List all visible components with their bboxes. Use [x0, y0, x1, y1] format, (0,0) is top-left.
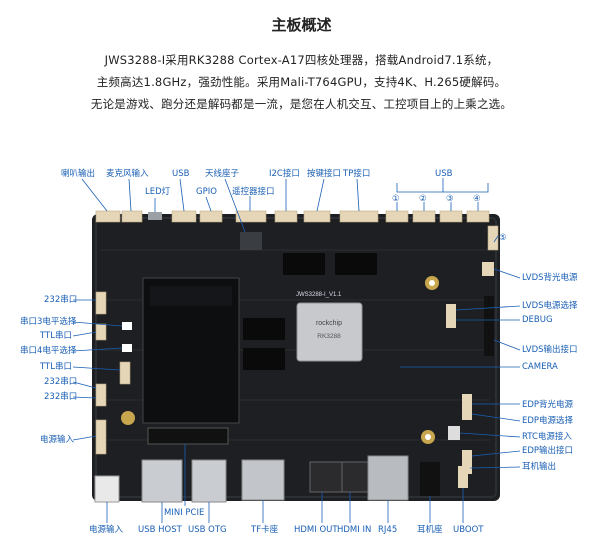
ram-chip-2	[335, 253, 377, 275]
label-uboot: UBOOT	[453, 525, 484, 535]
connector-ttl-2	[119, 361, 131, 385]
label-antenna: 天线座子	[205, 169, 240, 179]
slot-tf	[241, 459, 285, 501]
label-tf: TF卡座	[251, 525, 279, 535]
label-gpio: GPIO	[196, 187, 217, 197]
label-usb-otg: USB OTG	[188, 525, 227, 535]
connector-power	[95, 419, 107, 455]
label-lvds-bl: LVDS背光电源	[522, 273, 578, 283]
label-rs232-2: 232串口	[44, 377, 78, 387]
label-earphone: 耳机输出	[522, 462, 557, 472]
soc-chip	[296, 302, 363, 362]
label-remote: 遥控器接口	[232, 187, 275, 197]
connector-232-1	[95, 291, 107, 315]
label-i2c: I2C接口	[269, 169, 300, 179]
connector-tp	[339, 210, 379, 223]
connector-uboot	[458, 466, 468, 488]
label-usb-group: USB	[435, 169, 453, 179]
connector-mic	[121, 210, 143, 223]
label-mic: 麦克风输入	[106, 169, 149, 179]
ram-chip-1	[283, 253, 325, 275]
port-usb-host	[141, 459, 183, 503]
connector-usb1	[171, 210, 197, 223]
jumper-uart3	[122, 322, 132, 330]
connector-button	[303, 210, 331, 223]
label-power-in-bottom: 电源输入	[89, 525, 124, 535]
connector-i2c	[274, 210, 298, 223]
connector-usb-4	[439, 210, 463, 223]
label-edp-sel: EDP电源选择	[522, 416, 574, 426]
label-rs232-3: 232串口	[44, 392, 78, 402]
label-power-in-left: 电源输入	[40, 435, 75, 445]
label-n2: ②	[419, 194, 427, 204]
connector-debug	[446, 304, 456, 328]
connector-ttl-1	[95, 323, 107, 341]
label-lvds-sel: LVDS电源选择	[522, 301, 578, 311]
label-camera: CAMERA	[522, 362, 558, 372]
port-rj45	[367, 455, 409, 501]
label-ttl-1: TTL串口	[40, 331, 72, 341]
connector-lvds-bl	[482, 262, 494, 276]
label-ttl-2: TTL串口	[40, 362, 72, 372]
description-line-2: 主频高达1.8GHz，强劲性能。采用Mali-T764GPU，支持4K、H.26…	[96, 75, 507, 89]
label-debug: DEBUG	[522, 315, 553, 325]
port-hdmi-in	[341, 461, 373, 493]
label-edp-out: EDP输出接口	[522, 446, 574, 456]
label-led: LED灯	[145, 187, 171, 197]
label-usb-host: USB HOST	[138, 525, 182, 535]
ram-chip-4	[243, 348, 285, 370]
slot-minipcie	[147, 427, 229, 445]
mount-hole-3	[121, 411, 135, 425]
page-title: 主板概述	[271, 16, 332, 34]
label-n1: ①	[392, 194, 400, 204]
label-hdmi-in: HDMI IN	[337, 525, 372, 535]
jumper-uart4	[122, 344, 132, 352]
connector-usb-3	[412, 210, 436, 223]
rtc-battery	[448, 426, 460, 440]
label-n3: ③	[446, 194, 454, 204]
label-speaker: 喇叭输出	[61, 169, 96, 179]
label-rj45: RJ45	[378, 525, 398, 535]
connector-edp-bl	[462, 394, 472, 420]
label-uart3: 串口3电平选择	[20, 317, 77, 327]
label-rs232-1: 232串口	[44, 295, 78, 305]
label-hdmi-out: HDMI OUT	[294, 525, 338, 535]
label-edp-bl: EDP背光电源	[522, 400, 574, 410]
connector-lvds-out	[484, 296, 494, 356]
connector-speaker	[95, 210, 121, 223]
label-jack: 耳机座	[417, 525, 443, 535]
label-lvds-out: LVDS输出接口	[522, 345, 578, 355]
connector-usb-2	[385, 210, 409, 223]
connector-remote	[235, 210, 267, 223]
description-line-3: 无论是游戏、跑分还是解码都是一流，是您在人机交互、工控项目上的上乘之选。	[90, 97, 513, 111]
label-n4: ④	[473, 194, 481, 204]
ram-chip-3	[243, 318, 285, 340]
label-n5: ⑤	[499, 233, 507, 243]
board-model-label: JWS3288-I_V1.1	[296, 292, 342, 298]
label-tp: TP接口	[343, 169, 371, 179]
description-line-1: JWS3288-I采用RK3288 Cortex-A17四核处理器，搭载Andr…	[104, 53, 499, 67]
label-mini-pcie: MINI PCIE	[164, 508, 205, 518]
soc-model: RK3288	[317, 333, 341, 340]
connector-232-2	[95, 383, 107, 407]
connector-edp-out	[462, 450, 472, 474]
label-usb1: USB	[172, 169, 190, 179]
led	[148, 212, 162, 220]
port-jack	[420, 462, 440, 496]
label-button: 按键接口	[307, 169, 342, 179]
connector-usb-6	[487, 225, 499, 251]
port-power	[94, 475, 120, 503]
connector-gpio	[199, 210, 223, 223]
connector-usb-5	[466, 210, 490, 223]
label-rtc: RTC电源接入	[522, 432, 572, 442]
soc-brand: rockchip	[316, 320, 342, 327]
port-usb-otg	[191, 459, 227, 503]
port-hdmi-out	[309, 461, 345, 493]
label-uart4: 串口4电平选择	[20, 346, 77, 356]
